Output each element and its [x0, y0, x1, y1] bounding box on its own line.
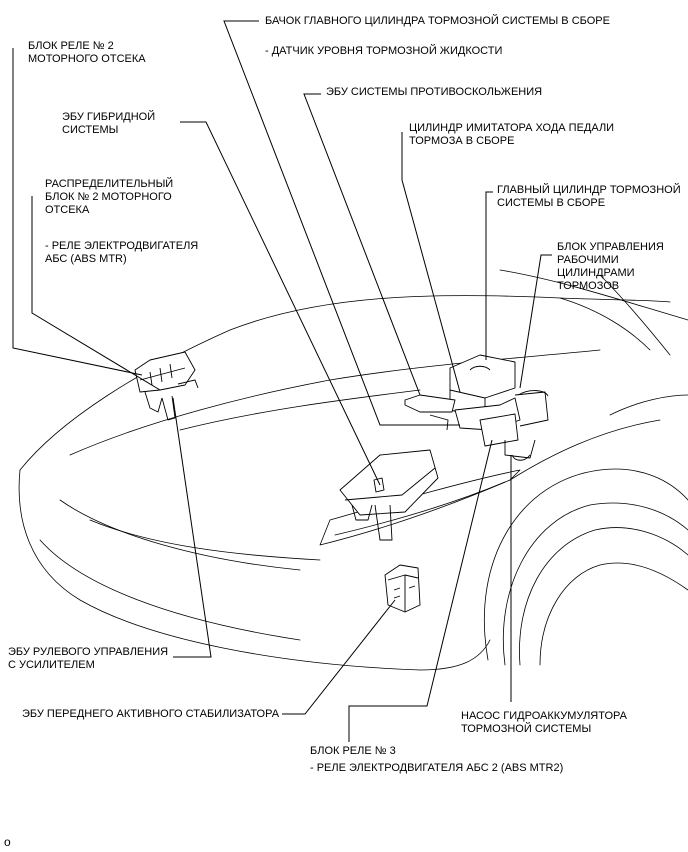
label-line: ЦИЛИНДР ИМИТАТОРА ХОДА ПЕДАЛИ [409, 122, 615, 134]
label-line: ТОРМОЗА В СБОРЕ [409, 135, 515, 147]
leader-master-reservoir [223, 20, 460, 426]
leader-relay-block-3 [348, 439, 493, 742]
bumper-lower [39, 539, 301, 641]
hood-front-edge [19, 295, 671, 471]
label-line: БЛОК РЕЛЕ № 2 [28, 40, 114, 52]
label-line: o [4, 835, 11, 849]
leader-actuator [519, 254, 552, 389]
grille-inner [89, 519, 321, 561]
leader-junction-block-2 [31, 196, 161, 391]
label-line: МОТОРНОГО ОТСЕКА [28, 53, 146, 65]
label-accumulator-pump: НАСОС ГИДРОАККУМУЛЯТОРА ТОРМОЗНОЙ СИСТЕМ… [461, 710, 627, 736]
windshield-line [499, 269, 688, 321]
fender-line [419, 639, 491, 671]
label-master-reservoir: БАЧОК ГЛАВНОГО ЦИЛИНДРА ТОРМОЗНОЙ СИСТЕМ… [265, 15, 610, 28]
label-actuator: БЛОК УПРАВЛЕНИЯ РАБОЧИМИ ЦИЛИНДРАМИ ТОРМ… [557, 241, 664, 293]
a-pillar [599, 274, 671, 356]
corner-mark: o [4, 836, 11, 849]
label-skid-control-ecu: ЭБУ СИСТЕМЫ ПРОТИВОСКОЛЬЖЕНИЯ [326, 86, 542, 99]
label-junction-block-2: РАСПРЕДЕЛИТЕЛЬНЫЙ БЛОК № 2 МОТОРНОГО ОТС… [45, 178, 173, 217]
label-line: БЛОК № 2 МОТОРНОГО [45, 191, 172, 203]
label-abs-motor-relay-2: - РЕЛЕ ЭЛЕКТРОДВИГАТЕЛЯ АБС 2 (ABS MTR2) [310, 762, 563, 775]
brake-actuator-sketch [404, 354, 549, 461]
tire-inner [519, 527, 688, 666]
engine-room-relay-block-sketch [134, 351, 199, 421]
label-line: РАСПРЕДЕЛИТЕЛЬНЫЙ [45, 178, 174, 190]
label-fluid-level-sensor: - ДАТЧИК УРОВНЯ ТОРМОЗНОЙ ЖИДКОСТИ [265, 45, 502, 58]
bumper-upper [18, 469, 421, 671]
label-stabilizer-ecu: ЭБУ ПЕРЕДНЕГО АКТИВНОГО СТАБИЛИЗАТОРА [22, 708, 279, 721]
label-line: - РЕЛЕ ЭЛЕКТРОДВИГАТЕЛЯ [45, 240, 199, 252]
stabilizer-ecu-sketch [384, 564, 421, 613]
label-line: - РЕЛЕ ЭЛЕКТРОДВИГАТЕЛЯ АБС 2 (ABS MTR2) [310, 762, 564, 774]
label-line: ГЛАВНЫЙ ЦИЛИНДР ТОРМОЗНОЙ [497, 184, 681, 196]
label-line: БЛОК РЕЛЕ № 3 [310, 745, 396, 757]
leader-skid-control-ecu [303, 93, 421, 396]
label-line: СИСТЕМЫ В СБОРЕ [497, 197, 606, 209]
grille-outline [59, 499, 301, 571]
label-relay-block-3: БЛОК РЕЛЕ № 3 [310, 745, 396, 758]
leader-hybrid-ecu [180, 121, 381, 486]
label-line: С УСИЛИТЕЛЕМ [8, 659, 95, 671]
label-line: ЭБУ ПЕРЕДНЕГО АКТИВНОГО СТАБИЛИЗАТОРА [22, 708, 280, 720]
label-line: БЛОК УПРАВЛЕНИЯ [557, 241, 664, 253]
label-stroke-simulator: ЦИЛИНДР ИМИТАТОРА ХОДА ПЕДАЛИ ТОРМОЗА В … [409, 122, 614, 148]
fuse-box-sketch [339, 449, 439, 541]
label-line: - ДАТЧИК УРОВНЯ ТОРМОЗНОЙ ЖИДКОСТИ [265, 45, 503, 57]
label-hybrid-ecu: ЭБУ ГИБРИДНОЙ СИСТЕМЫ [62, 111, 155, 137]
leader-relay-block-2 [12, 48, 143, 376]
label-line: ЭБУ СИСТЕМЫ ПРОТИВОСКОЛЬЖЕНИЯ [326, 86, 543, 98]
headlight-inner [334, 481, 506, 536]
label-line: ТОРМОЗОВ [557, 280, 620, 292]
windshield-base [559, 297, 651, 351]
leader-stroke-simulator [401, 132, 461, 393]
label-line: СИСТЕМЫ [62, 124, 119, 136]
fender-upper [509, 419, 661, 481]
label-line: НАСОС ГИДРОАККУМУЛЯТОРА [461, 710, 627, 722]
label-line: ОТСЕКА [45, 204, 90, 216]
label-relay-block-2: БЛОК РЕЛЕ № 2 МОТОРНОГО ОТСЕКА [28, 40, 146, 66]
label-eps-ecu: ЭБУ РУЛЕВОГО УПРАВЛЕНИЯ С УСИЛИТЕЛЕМ [8, 646, 168, 672]
rim [539, 562, 688, 666]
label-line: ТОРМОЗНОЙ СИСТЕМЫ [461, 723, 592, 735]
label-line: БАЧОК ГЛАВНОГО ЦИЛИНДРА ТОРМОЗНОЙ СИСТЕМ… [265, 15, 610, 27]
label-line: ЦИЛИНДРАМИ [557, 267, 635, 279]
label-line: РАБОЧИМИ [557, 254, 619, 266]
leader-eps-ecu [172, 397, 212, 658]
label-abs-motor-relay: - РЕЛЕ ЭЛЕКТРОДВИГАТЕЛЯ АБС (ABS MTR) [45, 240, 198, 266]
label-master-cylinder: ГЛАВНЫЙ ЦИЛИНДР ТОРМОЗНОЙ СИСТЕМЫ В СБОР… [497, 184, 681, 210]
label-line: АБС (ABS MTR) [45, 253, 127, 265]
leader-master-cylinder [485, 191, 493, 360]
fender-edge [609, 394, 688, 416]
label-line: ЭБУ РУЛЕВОГО УПРАВЛЕНИЯ [8, 646, 169, 658]
leader-stabilizer-ecu [282, 599, 396, 715]
label-line: ЭБУ ГИБРИДНОЙ [62, 111, 156, 123]
hood-crease [179, 389, 421, 431]
wheel-arch [484, 468, 688, 661]
tire-outer [502, 502, 688, 666]
